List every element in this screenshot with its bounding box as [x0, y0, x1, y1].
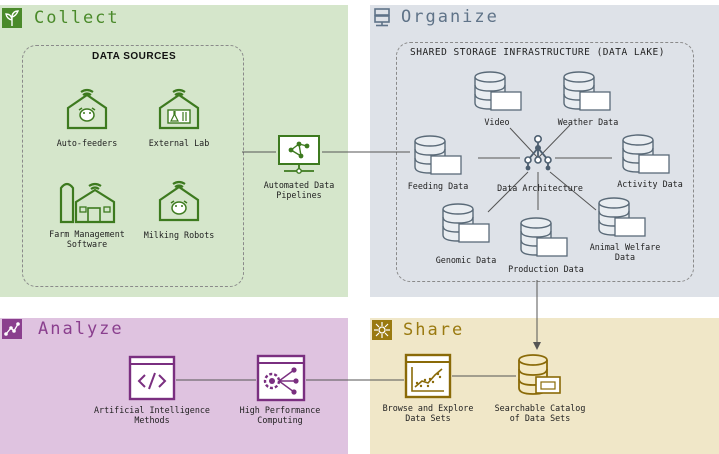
external-lab-label: External Lab — [148, 138, 210, 148]
barn-cow-icon[interactable] — [156, 178, 202, 224]
animal-welfare-label: Animal Welfare Data — [589, 242, 661, 262]
database-icon[interactable] — [412, 134, 464, 178]
data-sources-title: DATA SOURCES — [92, 51, 177, 62]
searchable-catalog-label: Searchable Catalog of Data Sets — [494, 403, 586, 423]
plant-icon — [2, 8, 22, 28]
activity-data-label: Activity Data — [617, 179, 683, 189]
network-hierarchy-icon[interactable] — [520, 134, 556, 172]
lab-building-icon[interactable] — [156, 86, 202, 132]
share-title: Share — [403, 320, 465, 340]
milking-robots-label: Milking Robots — [143, 230, 215, 240]
code-window-icon[interactable] — [128, 355, 176, 401]
server-icon — [374, 8, 390, 27]
ai-methods-label: Artificial Intelligence Methods — [94, 405, 210, 425]
farm-management-label: Farm Management Software — [49, 229, 125, 249]
database-icon[interactable] — [518, 216, 570, 260]
video-label: Video — [484, 117, 510, 127]
share-hub-icon — [372, 320, 392, 340]
auto-feeders-label: Auto-feeders — [56, 138, 118, 148]
gear-network-icon[interactable] — [256, 354, 306, 402]
genomic-data-label: Genomic Data — [435, 255, 497, 265]
data-lake-title: SHARED STORAGE INFRASTRUCTURE (DATA LAKE… — [410, 47, 665, 58]
feeding-data-label: Feeding Data — [407, 181, 469, 191]
data-sources-box — [22, 45, 244, 287]
database-icon[interactable] — [620, 133, 672, 177]
weather-data-label: Weather Data — [557, 117, 619, 127]
pipelines-label: Automated Data Pipelines — [263, 180, 335, 200]
data-lake-box — [396, 42, 694, 282]
organize-title: Organize — [401, 7, 499, 27]
database-icon[interactable] — [596, 196, 648, 240]
barn-feeder-icon[interactable] — [64, 86, 110, 132]
database-icon[interactable] — [472, 70, 524, 114]
data-architecture-label: Data Architecture — [497, 183, 583, 193]
network-nodes-icon — [2, 319, 22, 339]
database-catalog-icon[interactable] — [516, 353, 564, 399]
database-icon[interactable] — [440, 202, 492, 246]
pipeline-monitor-icon[interactable] — [276, 133, 322, 175]
hpc-label: High Performance Computing — [239, 405, 321, 425]
chart-window-icon[interactable] — [404, 353, 452, 399]
database-icon[interactable] — [561, 70, 613, 114]
farm-silo-icon[interactable] — [58, 176, 116, 224]
collect-title: Collect — [34, 8, 120, 28]
browse-explore-label: Browse and Explore Data Sets — [382, 403, 474, 423]
production-data-label: Production Data — [508, 264, 584, 274]
analyze-title: Analyze — [38, 319, 124, 339]
